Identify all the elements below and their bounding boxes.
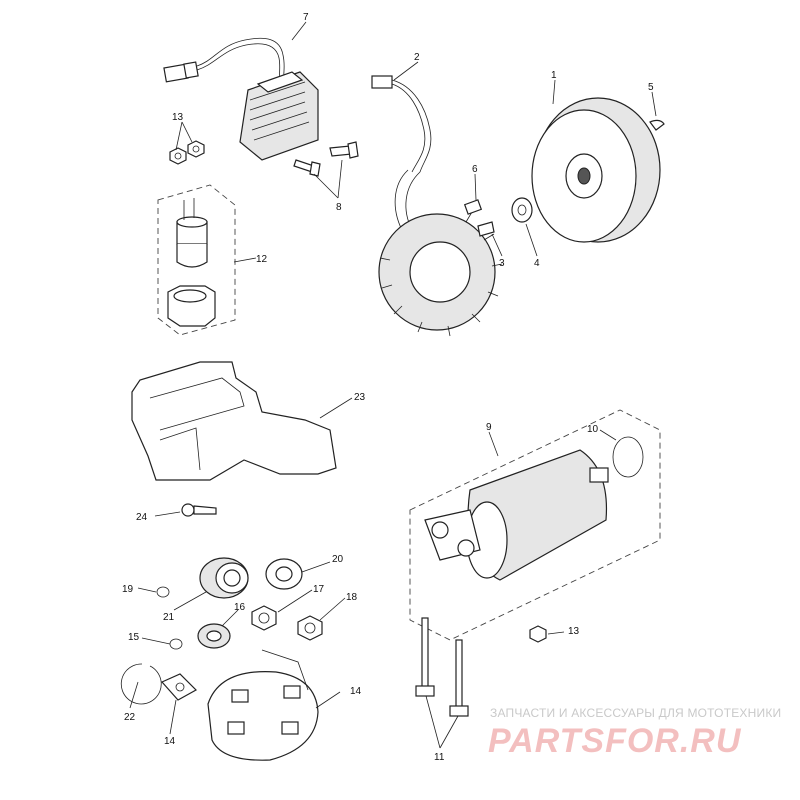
stator-bolts [463, 199, 495, 237]
washer-20 [156, 586, 170, 598]
callout-6: 6 [472, 164, 478, 175]
callout-13-right: 13 [568, 626, 580, 637]
starter-relay [157, 184, 236, 336]
callout-21: 20 [332, 554, 344, 565]
callout-7: 7 [303, 12, 309, 23]
cover-gasket [131, 361, 337, 481]
flywheel [531, 97, 661, 243]
callout-25: 24 [136, 512, 148, 523]
watermark-tagline: ЗАПЧАСТИ И АКСЕССУАРЫ ДЛЯ МОТОТЕХНИКИ [490, 706, 782, 720]
callout-13-top: 13 [172, 112, 184, 123]
callout-labels: 7 2 1 5 13 6 8 12 3 4 23 9 10 24 20 19 1… [122, 12, 654, 763]
callout-5: 5 [648, 82, 654, 93]
callout-24: 23 [354, 392, 366, 403]
flywheel-washer [511, 197, 533, 223]
bearing-large [199, 557, 249, 599]
mounting-bolts [293, 141, 359, 177]
nut-right [529, 625, 547, 643]
stator-assembly [371, 75, 503, 337]
callout-18: 17 [313, 584, 325, 595]
callout-11: 11 [434, 752, 445, 763]
leader-lines [129, 21, 657, 749]
bearing-small [265, 558, 303, 590]
through-bolts [415, 617, 469, 717]
cover-screw [181, 503, 217, 517]
starter-motor [409, 409, 661, 641]
callout-9: 9 [486, 422, 492, 433]
callout-14: 14 [350, 686, 362, 697]
brush-clip [161, 673, 197, 701]
o-ring [612, 436, 644, 478]
callout-12: 12 [256, 254, 268, 265]
oil-seal [197, 623, 231, 649]
callout-3: 3 [499, 258, 505, 269]
callout-23: 22 [124, 712, 136, 723]
nut-18 [251, 605, 277, 631]
regulator-rectifier [163, 37, 319, 161]
callout-4: 4 [534, 258, 540, 269]
callout-15: 14 [164, 736, 176, 747]
callout-16: 15 [128, 632, 140, 643]
callout-17: 16 [234, 602, 246, 613]
callout-19: 18 [346, 592, 358, 603]
callout-8: 8 [336, 202, 342, 213]
callout-20: 19 [122, 584, 134, 595]
callout-2: 2 [414, 52, 420, 63]
woodruff-key [649, 119, 665, 131]
o-ring-small [169, 638, 183, 650]
callout-10: 10 [587, 424, 599, 435]
callout-22: 21 [163, 612, 175, 623]
watermark-logo: PARTSFOR.RU [488, 722, 742, 760]
nuts-top [169, 140, 205, 165]
brush-plate [207, 649, 319, 761]
callout-1: 1 [551, 70, 557, 81]
circlip [120, 663, 162, 705]
nut-19 [297, 615, 323, 641]
